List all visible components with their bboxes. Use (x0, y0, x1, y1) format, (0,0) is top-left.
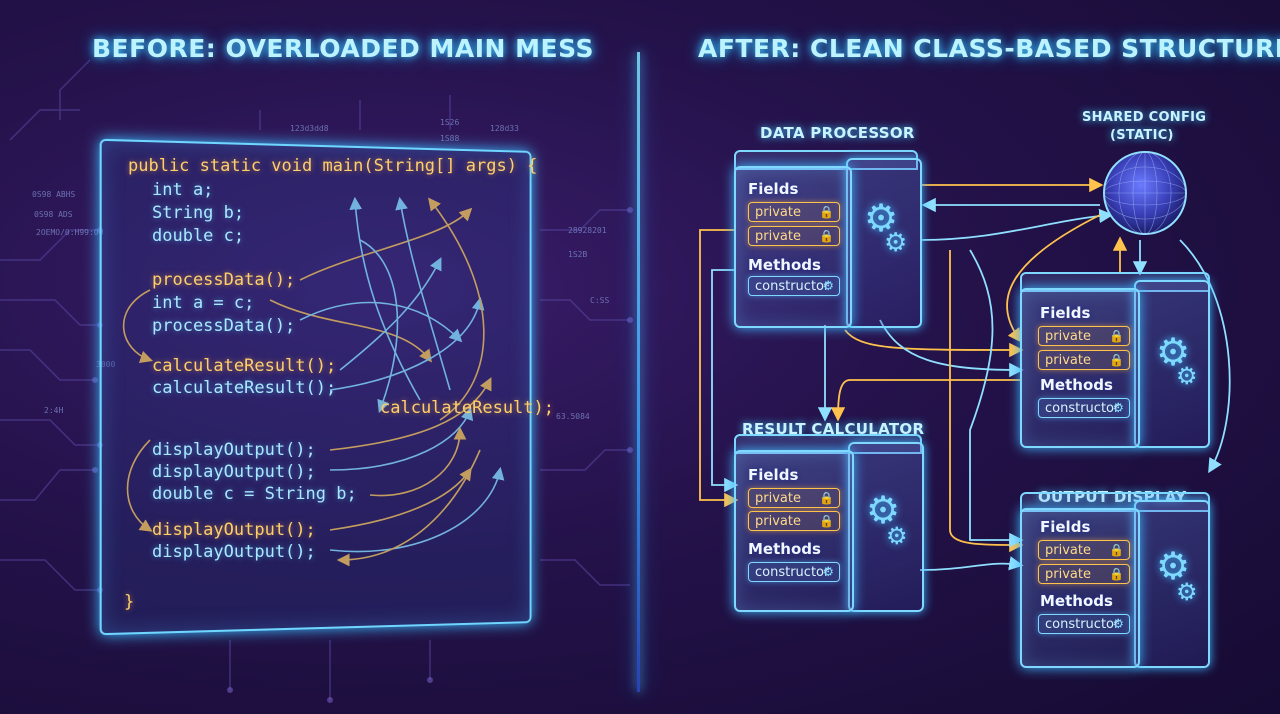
methods-label: Methods (748, 256, 821, 274)
lock-icon: 🔒 (819, 514, 834, 528)
box-front-face (734, 166, 852, 328)
after-heading: AFTER: CLEAN CLASS-BASED STRUCTURE (698, 34, 1280, 63)
method-text: constructor (1045, 401, 1120, 416)
code-line: double c = String b; (152, 484, 357, 504)
gear-icon: ⚙ (1156, 330, 1191, 374)
methods-label: Methods (1040, 376, 1113, 394)
field-text: private (755, 514, 801, 529)
deco-text: 1S2B (568, 250, 588, 259)
gear-icon: ⚙ (864, 196, 899, 240)
method-constructor: constructor⚙ (1038, 398, 1130, 418)
field-private: private 🔒 (748, 511, 840, 531)
code-line: displayOutput(); (152, 440, 316, 460)
deco-text: 2:4H (44, 406, 64, 415)
gear-icon: ⚙ (866, 488, 901, 532)
data-processor-title: DATA PROCESSOR (760, 124, 915, 142)
gear-icon: ⚙ (1112, 401, 1124, 416)
method-text: constructor (755, 279, 830, 294)
shared-config-sphere (1103, 151, 1187, 235)
field-private: private 🔒 (1038, 564, 1130, 584)
field-private: private 🔒 (1038, 540, 1130, 560)
gear-icon: ⚙ (1176, 362, 1198, 390)
deco-text: 0S98 ADS (34, 210, 73, 219)
field-text: private (1045, 543, 1091, 558)
method-text: constructor (755, 565, 830, 580)
gear-icon: ⚙ (822, 279, 834, 294)
methods-label: Methods (748, 540, 821, 558)
gear-icon: ⚙ (1176, 578, 1198, 606)
method-constructor: constructor⚙ (748, 276, 840, 296)
lock-icon: 🔒 (819, 229, 834, 243)
fields-label: Fields (748, 180, 799, 198)
gear-icon: ⚙ (1156, 544, 1191, 588)
result-calculator-title: RESULT CALCULATOR (742, 420, 925, 438)
field-private: private 🔒 (1038, 326, 1130, 346)
code-line: processData(); (152, 270, 296, 290)
method-text: constructor (1045, 617, 1120, 632)
code-line: displayOutput(); (152, 542, 316, 562)
field-text: private (1045, 329, 1091, 344)
shared-config-title: SHARED CONFIG (1082, 110, 1207, 125)
gear-icon: ⚙ (886, 522, 908, 550)
lock-icon: 🔒 (1109, 329, 1124, 343)
deco-text: 0S98 ABHS (32, 190, 76, 199)
box-front-face (734, 450, 854, 612)
lock-icon: 🔒 (819, 491, 834, 505)
deco-text: 1S26 (440, 118, 460, 127)
field-text: private (755, 229, 801, 244)
fields-label: Fields (748, 466, 799, 484)
code-line: String b; (152, 203, 245, 223)
code-line: displayOutput(); (152, 520, 316, 540)
code-line: double c; (152, 226, 245, 246)
deco-text: 123d3dd8 (290, 124, 329, 133)
field-private: private 🔒 (1038, 350, 1130, 370)
method-constructor: constructor⚙ (748, 562, 840, 582)
lock-icon: 🔒 (1109, 543, 1124, 557)
field-private: private 🔒 (748, 226, 840, 246)
box-side-face (848, 442, 924, 612)
before-heading: BEFORE: OVERLOADED MAIN MESS (92, 34, 595, 63)
code-line: public static void main(String[] args) { (128, 156, 538, 176)
lock-icon: 🔒 (1109, 567, 1124, 581)
field-text: private (755, 205, 801, 220)
code-line: } (124, 592, 135, 612)
code-line: processData(); (152, 316, 296, 336)
lock-icon: 🔒 (1109, 353, 1124, 367)
method-constructor: constructor⚙ (1038, 614, 1130, 634)
deco-text: 128d33 (490, 124, 519, 133)
fields-label: Fields (1040, 518, 1091, 536)
gear-icon: ⚙ (884, 228, 908, 258)
code-line: int a; (152, 180, 214, 200)
code-line: int a = c; (152, 293, 255, 313)
field-text: private (755, 491, 801, 506)
code-line: displayOutput(); (152, 462, 316, 482)
fields-label: Fields (1040, 304, 1091, 322)
deco-text: C:SS (590, 296, 610, 305)
deco-text: 28928201 (568, 226, 607, 235)
code-line: calculateResult); (380, 398, 554, 418)
code-line: calculateResult(); (152, 356, 337, 376)
field-text: private (1045, 353, 1091, 368)
field-private: private 🔒 (748, 488, 840, 508)
field-private: private 🔒 (748, 202, 840, 222)
box-front-face (1020, 508, 1140, 668)
shared-config-subtitle: (STATIC) (1110, 128, 1174, 143)
box-side-face (846, 158, 922, 328)
lock-icon: 🔒 (819, 205, 834, 219)
deco-text: 63.5084 (556, 412, 590, 421)
box-side-face (1134, 280, 1210, 448)
center-divider (637, 52, 640, 692)
box-side-face (1134, 500, 1210, 668)
methods-label: Methods (1040, 592, 1113, 610)
deco-text: 1S88 (440, 134, 460, 143)
deco-text: 3000 (96, 360, 116, 369)
code-line: calculateResult(); (152, 378, 337, 398)
deco-text: 2OEMO/0:H99:00 (36, 228, 104, 237)
gear-icon: ⚙ (1112, 617, 1124, 632)
field-text: private (1045, 567, 1091, 582)
gear-icon: ⚙ (822, 565, 834, 580)
